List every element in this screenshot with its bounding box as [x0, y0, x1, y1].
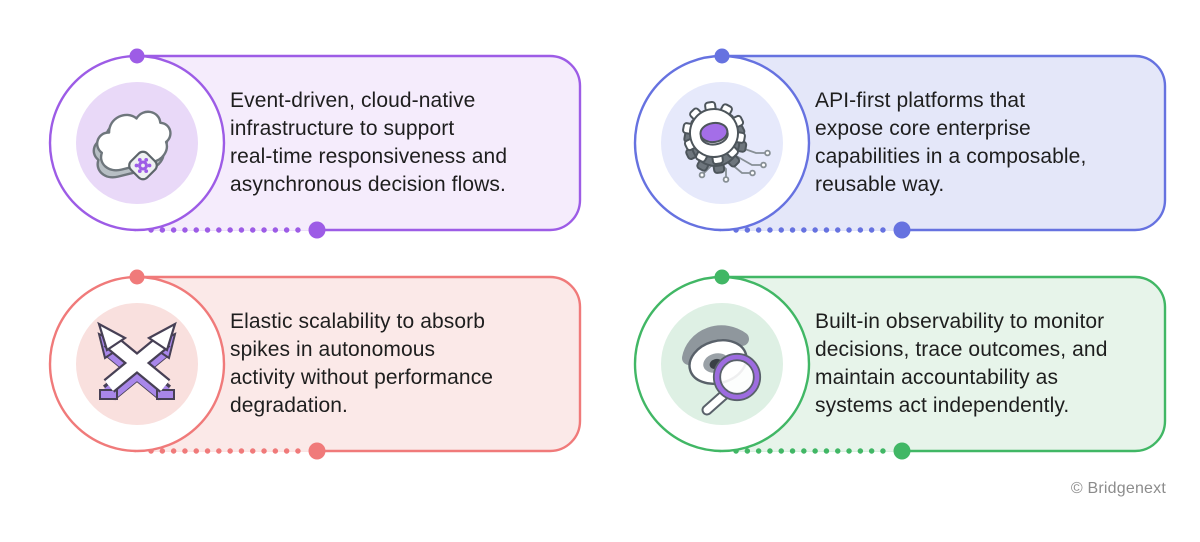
card-text-line: expose core enterprise — [815, 117, 1031, 140]
card-text-line: reusable way. — [815, 173, 945, 196]
card-text-line: systems act independently. — [815, 394, 1070, 417]
card-text-line: decisions, trace outcomes, and — [815, 338, 1108, 361]
card-text-line: asynchronous decision flows. — [230, 173, 506, 196]
card-text-line: maintain accountability as — [815, 366, 1059, 389]
connector-top-dot — [129, 269, 145, 285]
card-text-line: degradation. — [230, 394, 348, 417]
connector-end-dot — [893, 221, 911, 239]
magnifier — [701, 352, 762, 416]
connector-top-dot — [129, 48, 145, 64]
connector-end-dot — [893, 442, 911, 460]
card-text-line: Event-driven, cloud-native — [230, 89, 476, 112]
arrows-3d — [97, 321, 177, 401]
gear-circuit-icon — [670, 91, 774, 195]
crossed-arrows-icon — [85, 312, 189, 416]
card-text-line: real-time responsiveness and — [230, 145, 508, 168]
card-api-first-platforms: API-first platforms that expose core ent… — [625, 48, 1170, 248]
card-text-line: activity without performance — [230, 366, 494, 389]
connector-top-dot — [714, 269, 730, 285]
card-elastic-scalability: Elastic scalability to absorb spikes in … — [40, 269, 585, 469]
connector-top-dot — [714, 48, 730, 64]
card-text: Elastic scalability to absorb spikes in … — [230, 277, 570, 451]
card-text-line: infrastructure to support — [230, 117, 455, 140]
card-text-line: spikes in autonomous — [230, 338, 436, 361]
copyright-text: © Bridgenext — [1070, 480, 1166, 497]
card-text-line: capabilities in a composable, — [815, 145, 1087, 168]
card-text: Built-in observability to monitor decisi… — [815, 277, 1155, 451]
gear-badge — [128, 150, 158, 181]
card-text: Event-driven, cloud-native infrastructur… — [230, 56, 570, 230]
card-text-line: Elastic scalability to absorb — [230, 310, 486, 333]
card-event-driven-cloud-native: Event-driven, cloud-native infrastructur… — [40, 48, 585, 248]
eye-magnifier-icon — [670, 312, 774, 416]
gear-3d — [682, 100, 748, 174]
card-text: API-first platforms that expose core ent… — [815, 56, 1155, 230]
card-text-line: API-first platforms that — [815, 89, 1026, 112]
card-built-in-observability: Built-in observability to monitor decisi… — [625, 269, 1170, 469]
cloud-gear-icon — [85, 91, 189, 195]
connector-end-dot — [308, 442, 326, 460]
card-text-line: Built-in observability to monitor — [815, 310, 1105, 333]
connector-end-dot — [308, 221, 326, 239]
